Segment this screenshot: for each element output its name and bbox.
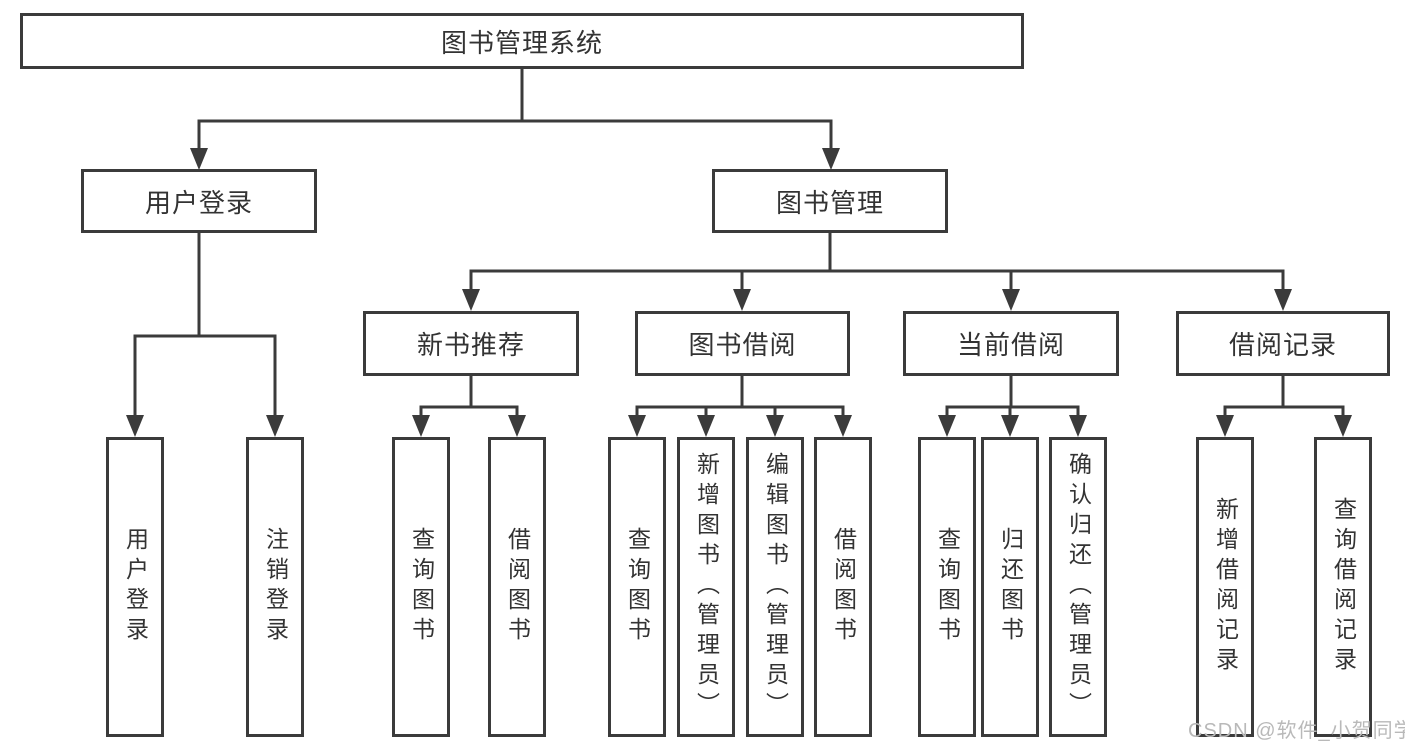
leaf-record-query-borrow-record: 查询借阅记录 [1314, 437, 1372, 737]
node-book-borrow: 图书借阅 [635, 311, 850, 376]
node-root-library-system: 图书管理系统 [20, 13, 1024, 69]
connector-new-book-to-leaves [412, 374, 526, 437]
connector-book-management-to-level3 [462, 231, 1292, 311]
leaf-borrow-borrow-books: 借阅图书 [814, 437, 872, 737]
leaf-logout: 注销登录 [246, 437, 304, 737]
leaf-newbook-query-books: 查询图书 [392, 437, 450, 737]
node-user-login: 用户登录 [81, 169, 317, 233]
leaf-current-confirm-return-admin: 确认归还（管理员） [1049, 437, 1107, 737]
connector-current-borrow-to-leaves [938, 374, 1087, 437]
leaf-borrow-edit-books-admin: 编辑图书（管理员） [746, 437, 804, 737]
leaf-borrow-add-books-admin: 新增图书（管理员） [677, 437, 735, 737]
csdn-watermark: CSDN @软件_小贺同学 [1188, 720, 1405, 742]
connector-book-borrow-to-leaves [628, 374, 852, 437]
leaf-borrow-query-books: 查询图书 [608, 437, 666, 737]
connector-user-login-to-leaves [126, 231, 284, 437]
node-new-book-recommend: 新书推荐 [363, 311, 579, 376]
node-book-management: 图书管理 [712, 169, 948, 233]
connector-borrow-record-to-leaves [1216, 374, 1352, 437]
leaf-newbook-borrow-books: 借阅图书 [488, 437, 546, 737]
leaf-current-query-books: 查询图书 [918, 437, 976, 737]
leaf-user-login: 用户登录 [106, 437, 164, 737]
node-borrow-record: 借阅记录 [1176, 311, 1390, 376]
leaf-record-add-borrow-record: 新增借阅记录 [1196, 437, 1254, 737]
node-current-borrow: 当前借阅 [903, 311, 1119, 376]
connector-root-to-level2 [190, 66, 840, 170]
leaf-current-return-books: 归还图书 [981, 437, 1039, 737]
